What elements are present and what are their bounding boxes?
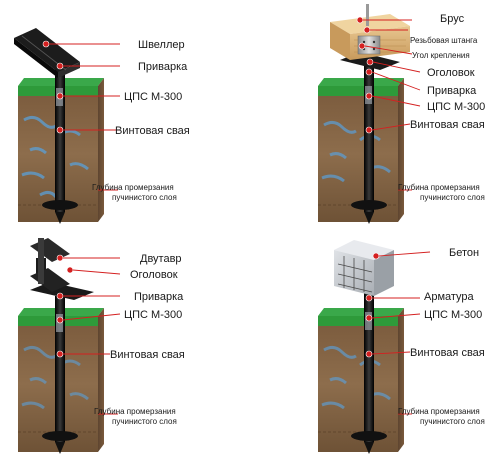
timber-beam: [330, 4, 410, 60]
marker-2: [365, 294, 420, 302]
label-mounting-angle: Угол крепления: [412, 51, 470, 60]
marker-1: [356, 16, 412, 24]
label-timber: Брус: [440, 13, 465, 25]
label-cap: Оголовок: [427, 67, 475, 79]
channel-beam: [14, 28, 80, 78]
marker-2: [66, 266, 121, 275]
marker-2: [363, 26, 408, 34]
label-frost-depth-2: пучинистого слоя: [420, 417, 485, 426]
label-threaded-rod: Резьбовая штанга: [410, 36, 478, 45]
marker-4: [365, 350, 411, 358]
label-frost-depth-2: пучинистого слоя: [420, 193, 485, 202]
label-cap: Оголовок: [130, 269, 178, 281]
threaded-rod: [366, 4, 369, 26]
label-screw-pile: Винтовая свая: [410, 347, 485, 359]
marker-4: [56, 313, 121, 324]
i-beam: [30, 238, 70, 292]
label-screw-pile: Винтовая свая: [110, 349, 185, 361]
label-channel: Швеллер: [138, 39, 185, 51]
marker-4: [366, 58, 421, 73]
rebar-grid: [337, 256, 373, 293]
marker-1: [42, 40, 120, 48]
panel-ibeam: Двутавр Оголовок Приварка ЦПС М-300 Винт…: [18, 238, 185, 454]
marker-3: [56, 92, 120, 100]
label-frost-depth-1: Глубина промерзания: [398, 183, 480, 192]
label-i-beam: Двутавр: [140, 253, 182, 265]
marker-6: [365, 92, 421, 107]
label-cps: ЦПС М-300: [124, 91, 182, 103]
marker-3: [56, 292, 120, 300]
marker-3: [358, 42, 413, 55]
soil-block: [318, 308, 404, 452]
label-frost-depth-1: Глубина промерзания: [92, 183, 174, 192]
marker-7: [365, 123, 411, 134]
marker-5: [56, 350, 110, 358]
panel-concrete: Бетон Арматура ЦПС М-300 Винтовая свая Г…: [318, 240, 485, 454]
concrete-block: [334, 240, 394, 296]
panel-channel: Швеллер Приварка ЦПС М-300 Винтовая свая…: [14, 28, 190, 224]
soil-block: [318, 78, 404, 222]
label-weld: Приварка: [134, 291, 184, 303]
marker-4: [56, 126, 120, 134]
label-screw-pile: Винтовая свая: [410, 119, 485, 131]
label-weld: Приварка: [138, 61, 188, 73]
label-cps: ЦПС М-300: [424, 309, 482, 321]
marker-3: [365, 313, 421, 322]
label-frost-depth-1: Глубина промерзания: [398, 407, 480, 416]
label-cps: ЦПС М-300: [124, 309, 182, 321]
marker-1: [372, 251, 431, 260]
label-screw-pile: Винтовая свая: [115, 125, 190, 137]
label-rebar: Арматура: [424, 291, 475, 303]
panel-timber: Брус Резьбовая штанга Угол крепления Ого…: [318, 4, 485, 224]
marker-2: [56, 62, 120, 70]
label-frost-depth-1: Глубина промерзания: [94, 407, 176, 416]
marker-5: [365, 68, 421, 91]
label-cps: ЦПС М-300: [427, 101, 485, 113]
marker-1: [56, 254, 120, 262]
label-concrete: Бетон: [449, 247, 479, 259]
label-frost-depth-2: пучинистого слоя: [112, 417, 177, 426]
label-weld: Приварка: [427, 85, 477, 97]
label-frost-depth-2: пучинистого слоя: [112, 193, 177, 202]
